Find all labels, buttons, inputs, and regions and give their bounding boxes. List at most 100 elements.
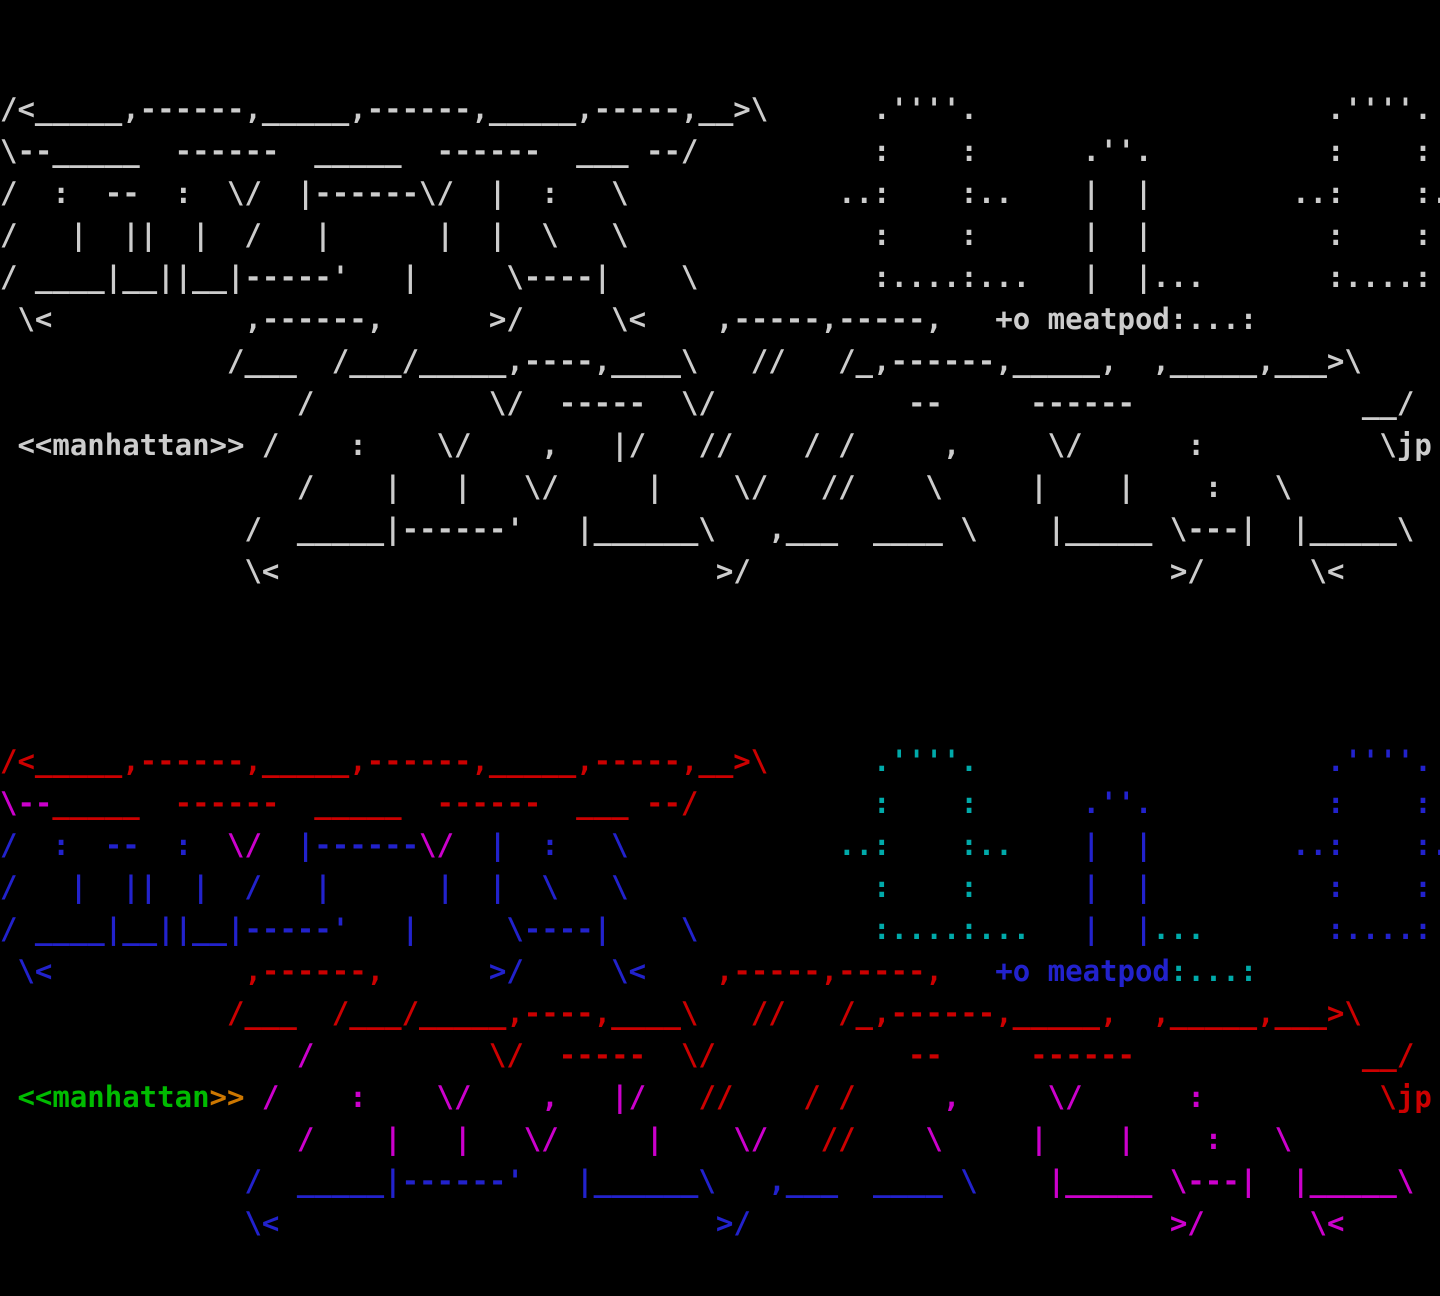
art-segment: \/ <box>436 428 472 462</box>
art-segment: \/ <box>419 828 454 862</box>
art-segment: |_____ \---| |_____\ <box>1047 1164 1415 1198</box>
art-spacer <box>0 1164 244 1198</box>
art-segment: \/ ----- \/ <box>488 386 716 420</box>
art-spacer <box>716 1038 908 1072</box>
art-line: / | || | / | | | \ \ : : | | : : <box>0 214 1440 256</box>
art-segment: | <box>558 470 734 504</box>
art-spacer <box>0 1122 297 1156</box>
art-segment: : : <box>1326 218 1432 252</box>
art-spacer <box>698 134 873 168</box>
art-spacer <box>733 1080 803 1114</box>
art-spacer <box>0 1080 17 1114</box>
artist-tag-brackets-mono: >> <box>209 428 245 462</box>
art-segment: _____ ------ _____ ------ ___ --/ <box>52 134 699 168</box>
art-segment: |/ <box>611 1080 647 1114</box>
art-segment: , <box>855 1080 1048 1114</box>
art-segment: , <box>471 428 612 462</box>
art-segment: : : <box>873 786 978 820</box>
art-line: /___ /___/_____,----,____\ // /_,------,… <box>0 340 1440 382</box>
art-segment: .''. <box>1082 786 1153 820</box>
art-segment: \< <box>1309 554 1345 588</box>
art-segment: ..: :.. <box>1292 828 1440 862</box>
art-spacer <box>646 954 716 988</box>
art-spacer <box>0 428 17 462</box>
art-segment: ... <box>1152 260 1205 294</box>
art-segment: ..: :.. <box>838 176 1013 210</box>
art-segment: \/ <box>419 176 454 210</box>
art-segment: / | || | / | | | \ \ <box>0 870 629 904</box>
art-segment: // <box>820 1122 856 1156</box>
art-segment: |------ <box>261 176 420 210</box>
group-tag-colons: :...: <box>1169 954 1258 988</box>
art-spacer <box>384 302 489 336</box>
art-segment: \-- <box>0 134 53 168</box>
art-spacer <box>856 1122 926 1156</box>
art-spacer <box>1205 1080 1380 1114</box>
art-line: <<manhattan>> / : \/ , |/ // / / , \/ : … <box>0 1076 1440 1118</box>
art-segment: >/ <box>488 954 524 988</box>
art-segment: : : <box>872 218 978 252</box>
art-segment: / : <box>244 428 437 462</box>
art-line: / _____|------' |______\ ,___ ____ \ |__… <box>0 1160 1440 1202</box>
art-spacer <box>978 1164 1048 1198</box>
art-spacer <box>768 1122 820 1156</box>
art-spacer <box>0 554 244 588</box>
art-segment: |/ <box>611 428 647 462</box>
art-segment: :....:... <box>873 260 1031 294</box>
art-segment: ------ <box>1030 1038 1135 1072</box>
art-spacer <box>629 828 839 862</box>
art-segment: \ <box>925 470 943 504</box>
art-segment: : : <box>1326 870 1432 904</box>
art-segment: /<_____,------,_____,------,_____,-----,… <box>0 744 769 778</box>
art-spacer <box>314 1038 489 1072</box>
art-segment: / <box>296 386 315 420</box>
ascii-art-colored: /<_____,------,_____,------,_____,-----,… <box>0 740 1440 1244</box>
art-segment: , <box>855 428 1048 462</box>
art-spacer <box>0 1038 297 1072</box>
art-segment: / _____|------' |______\ <box>244 1164 716 1198</box>
art-spacer <box>943 954 995 988</box>
art-segment: __/ <box>1361 386 1415 420</box>
art-segment: \/ <box>226 176 262 210</box>
art-segment: ____ \ <box>873 1164 978 1198</box>
art-segment: / ____|__||__|-----' | \----| \ <box>0 260 699 294</box>
art-segment: / | | <box>296 470 524 504</box>
art-segment: ,------, <box>244 302 385 336</box>
art-segment: \ <box>1379 428 1397 462</box>
art-segment: ,------, <box>244 954 385 988</box>
art-line: /<_____,------,_____,------,_____,-----,… <box>0 740 1440 782</box>
art-segment: ..: :.. <box>838 828 1013 862</box>
art-segment: .''''. <box>1326 744 1432 778</box>
art-spacer <box>1205 260 1327 294</box>
art-spacer <box>1030 912 1082 946</box>
art-spacer <box>1152 786 1327 820</box>
art-line: <<manhattan>> / : \/ , |/ // / / , \/ : … <box>0 424 1440 466</box>
art-segment: \/ <box>523 1122 559 1156</box>
art-spacer <box>1205 1206 1310 1240</box>
art-spacer <box>629 176 839 210</box>
art-segment: | | <box>1082 218 1153 252</box>
art-segment: \-- <box>0 786 53 820</box>
art-segment: .''''. <box>872 92 978 126</box>
art-segment: |------ <box>261 828 420 862</box>
art-line: / | | \/ | \/ // \ | | : \ <box>0 1118 1440 1160</box>
art-segment: / : <box>244 1080 437 1114</box>
art-spacer <box>1152 870 1327 904</box>
art-spacer <box>1205 428 1380 462</box>
art-segment: \< <box>244 1206 280 1240</box>
art-line: \< >/ >/ \< <box>0 550 1440 592</box>
art-spacer <box>1205 554 1310 588</box>
art-line: / ____|__||__|-----' | \----| \ :....:..… <box>0 908 1440 950</box>
art-spacer <box>943 302 995 336</box>
art-segment: : <box>1187 428 1205 462</box>
art-spacer <box>0 386 297 420</box>
art-line: / ____|__||__|-----' | \----| \ :....:..… <box>0 256 1440 298</box>
art-line: / : -- : \/ |------\/ | : \ ..: :.. | | … <box>0 172 1440 214</box>
art-segment: >/ <box>715 554 751 588</box>
art-segment: \< <box>17 954 53 988</box>
art-segment: ... <box>1152 912 1205 946</box>
art-spacer <box>1083 428 1188 462</box>
art-line: \< ,------, >/ \< ,-----,-----, +o meatp… <box>0 950 1440 992</box>
group-tag: +o meatpod <box>995 954 1170 988</box>
